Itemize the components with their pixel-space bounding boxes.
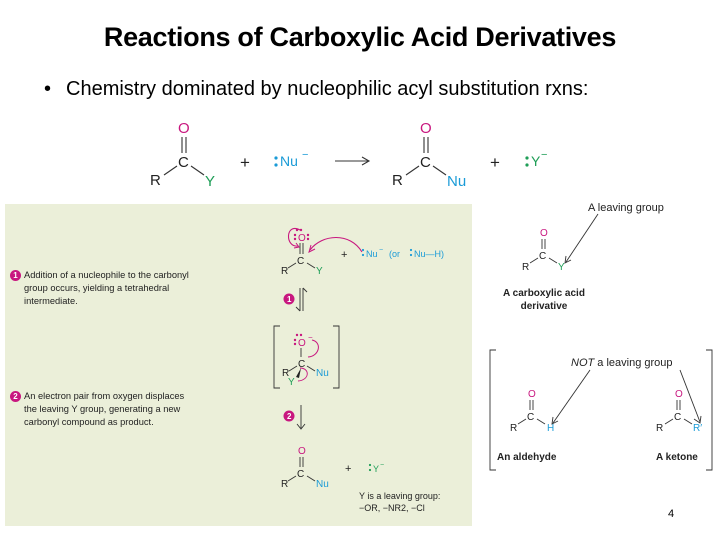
svg-text:−: − (379, 247, 383, 254)
not-leaving-group-annotation: NOT a leaving group (571, 357, 673, 369)
plus-sign-2: + (490, 153, 500, 172)
reactant-y: Y (205, 173, 215, 190)
svg-text:Nu—H): Nu—H) (414, 249, 444, 259)
leaving-group-charge: − (541, 149, 547, 161)
reactant-r: R (150, 172, 161, 189)
svg-text:C: C (298, 359, 305, 370)
slide-title: Reactions of Carboxylic Acid Derivatives (103, 22, 617, 52)
svg-text:2: 2 (287, 412, 292, 421)
svg-text:R: R (656, 423, 663, 434)
product-carbon: C (420, 154, 431, 171)
reactant-carbon: C (178, 154, 189, 171)
derivative-caption-line1: A carboxylic acid (503, 288, 585, 299)
leaving-group-note-line1: Y is a leaving group: (359, 491, 440, 501)
svg-text:R: R (510, 423, 517, 434)
page-number: 4 (668, 508, 675, 520)
step2-badge: 2 (10, 391, 21, 402)
product-nu: Nu (447, 173, 466, 190)
leaving-group-label: Y (531, 153, 541, 169)
svg-text:O: O (298, 233, 306, 244)
svg-text:Nu: Nu (316, 368, 329, 379)
svg-text:−: − (308, 333, 313, 342)
svg-text:Nu: Nu (316, 479, 329, 490)
svg-text:Y: Y (316, 266, 323, 277)
step1-badge: 1 (10, 270, 21, 281)
svg-text:1: 1 (287, 295, 292, 304)
bullet-dot: • (44, 78, 52, 100)
svg-text:O: O (298, 338, 306, 349)
general-reaction-equation: O C R Y + Nu − O C R Nu + Y − (150, 120, 547, 190)
svg-text:R: R (282, 368, 289, 379)
bullet-text: Chemistry dominated by nucleophilic acyl… (66, 78, 589, 100)
leaving-group-note-line2: −OR, −NR2, −Cl (359, 503, 425, 513)
ketone-caption: A ketone (656, 452, 698, 463)
svg-text:C: C (297, 469, 304, 480)
product-oxygen: O (420, 120, 432, 137)
product-r: R (392, 172, 403, 189)
aldehyde-caption: An aldehyde (497, 452, 557, 463)
svg-text:R: R (281, 266, 288, 277)
svg-text:Y: Y (558, 262, 565, 273)
nucleophile-label: Nu (280, 153, 298, 169)
mechanism-panel (5, 204, 472, 526)
svg-text:R′: R′ (693, 423, 702, 434)
svg-text:−: − (380, 462, 384, 469)
svg-text:+: + (345, 463, 351, 475)
bullet-item: • Chemistry dominated by nucleophilic acy… (44, 78, 588, 101)
svg-text:H: H (547, 423, 554, 434)
svg-text:Nu: Nu (366, 249, 378, 259)
svg-text:C: C (674, 412, 681, 423)
plus-sign-1: + (240, 153, 250, 172)
svg-text:O: O (540, 228, 548, 239)
svg-text:Y: Y (373, 464, 379, 474)
nucleophile-charge: − (302, 149, 308, 161)
svg-text:+: + (341, 249, 347, 261)
svg-text:C: C (527, 412, 534, 423)
svg-text:C: C (297, 256, 304, 267)
leaving-group-annotation: A leaving group (588, 202, 664, 214)
svg-text:Y: Y (288, 377, 295, 388)
svg-text:O: O (298, 446, 306, 457)
svg-text:R: R (281, 479, 288, 490)
svg-text:O: O (675, 389, 683, 400)
reactant-oxygen: O (178, 120, 190, 137)
svg-text:R: R (522, 262, 529, 273)
svg-text:O: O (528, 389, 536, 400)
derivative-caption-line2: derivative (521, 301, 568, 312)
svg-text:(or: (or (389, 249, 400, 259)
svg-text:C: C (539, 251, 546, 262)
